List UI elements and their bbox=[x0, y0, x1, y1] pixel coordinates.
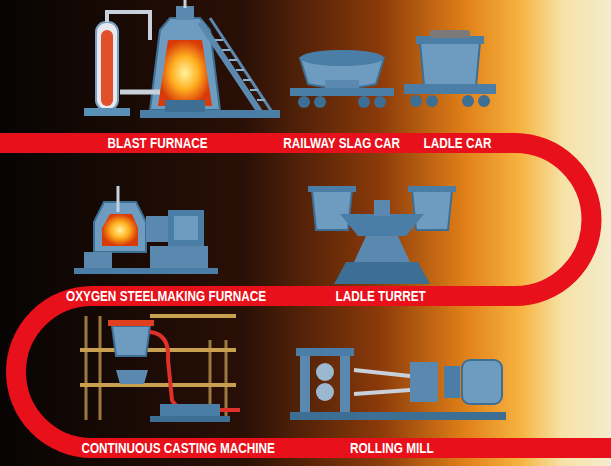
stage-label: BLAST FURNACE bbox=[107, 135, 207, 151]
stage-label: CONTINUOUS CASTING MACHINE bbox=[81, 440, 274, 456]
ladle-turret-drawing bbox=[308, 186, 456, 284]
stage-label: ROLLING MILL bbox=[350, 440, 434, 456]
casting-machine-drawing bbox=[80, 316, 240, 422]
stage-label: OXYGEN STEELMAKING FURNACE bbox=[66, 288, 266, 304]
blast-furnace-drawing bbox=[84, 0, 280, 118]
slag-car-drawing bbox=[290, 50, 394, 108]
stage-label: RAILWAY SLAG CAR bbox=[284, 135, 401, 151]
stage-label: LADLE TURRET bbox=[336, 288, 426, 304]
stage-label: LADLE CAR bbox=[423, 135, 491, 151]
oxygen-furnace-drawing bbox=[74, 186, 218, 274]
ladle-car-drawing bbox=[404, 30, 496, 107]
process-band bbox=[0, 143, 611, 448]
rolling-mill-drawing bbox=[290, 348, 506, 420]
